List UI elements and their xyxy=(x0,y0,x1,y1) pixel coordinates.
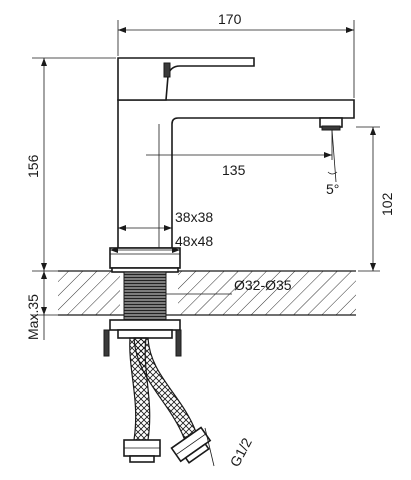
mounting-nut xyxy=(109,319,181,331)
threaded-shank xyxy=(103,271,182,357)
faucet-spout xyxy=(117,99,355,249)
dim-spout-angle: 5° xyxy=(326,181,339,197)
dim-max-deck: Max.35 xyxy=(25,294,41,340)
handle-pivot-icon xyxy=(163,62,171,78)
hose-fitting-right xyxy=(170,426,212,464)
dim-body-square: 38x38 xyxy=(175,209,213,225)
dim-overall-width: 170 xyxy=(218,11,242,27)
dim-base-square: 48x48 xyxy=(175,233,213,249)
countertop-right xyxy=(178,271,356,315)
hoses xyxy=(123,337,212,464)
dim-spout-reach: 135 xyxy=(222,162,246,178)
base-plate xyxy=(109,247,181,269)
shank-thread xyxy=(123,271,167,321)
dim-hose-thread: G1/2 xyxy=(227,435,255,469)
hose-right xyxy=(133,337,197,439)
stud-left xyxy=(103,329,110,357)
countertop-left xyxy=(58,271,120,315)
faucet-handle xyxy=(117,57,255,101)
dim-overall-height: 156 xyxy=(25,154,41,178)
dimensions: 170 156 Max.35 135 5° 102 38x38 xyxy=(25,11,395,469)
stud-right xyxy=(175,329,182,357)
faucet-body xyxy=(109,57,355,273)
dim-hole-diameter: Ø32-Ø35 xyxy=(234,277,292,293)
dim-spout-height: 102 xyxy=(379,192,395,216)
countertop xyxy=(58,270,356,316)
